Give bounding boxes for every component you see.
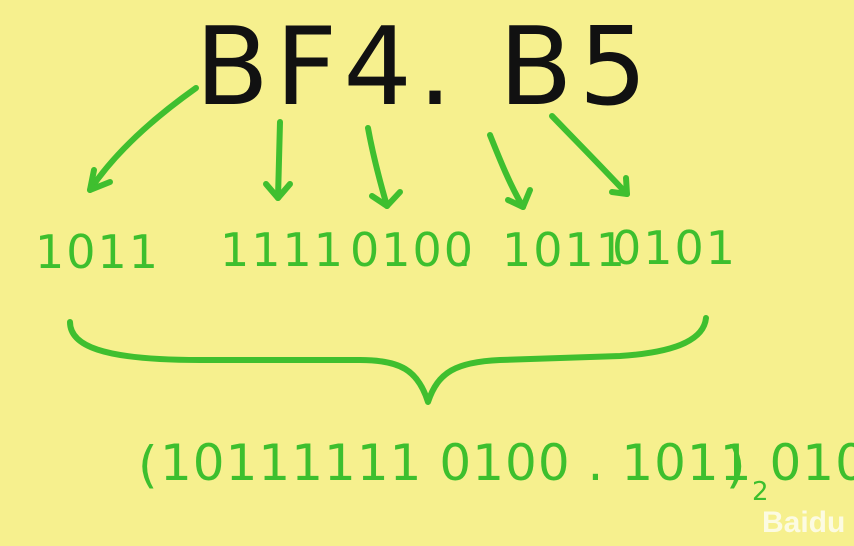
result-close-paren: ) [726, 436, 747, 494]
binary-point: . [457, 223, 474, 277]
result-value: 10111111 0100 . 1011 0101 [160, 434, 854, 492]
arrow-4 [365, 125, 403, 209]
result-subscript: 2 [752, 477, 769, 507]
binary-group: 1011 [502, 223, 627, 277]
watermark: Baidu [762, 506, 845, 539]
binary-group: 0101 [612, 221, 737, 275]
binary-group: 0100 [350, 223, 475, 277]
binary-group: 1111 [220, 223, 345, 277]
curly-brace [67, 315, 709, 405]
hex-number: BF4. B5 [195, 5, 653, 130]
binary-group: 1011 [35, 225, 160, 279]
arrow-b2 [487, 132, 533, 210]
result-open-paren: ( [138, 436, 159, 494]
arrow-b [87, 85, 199, 193]
arrow-f [263, 119, 293, 201]
arrow-5 [549, 113, 630, 197]
